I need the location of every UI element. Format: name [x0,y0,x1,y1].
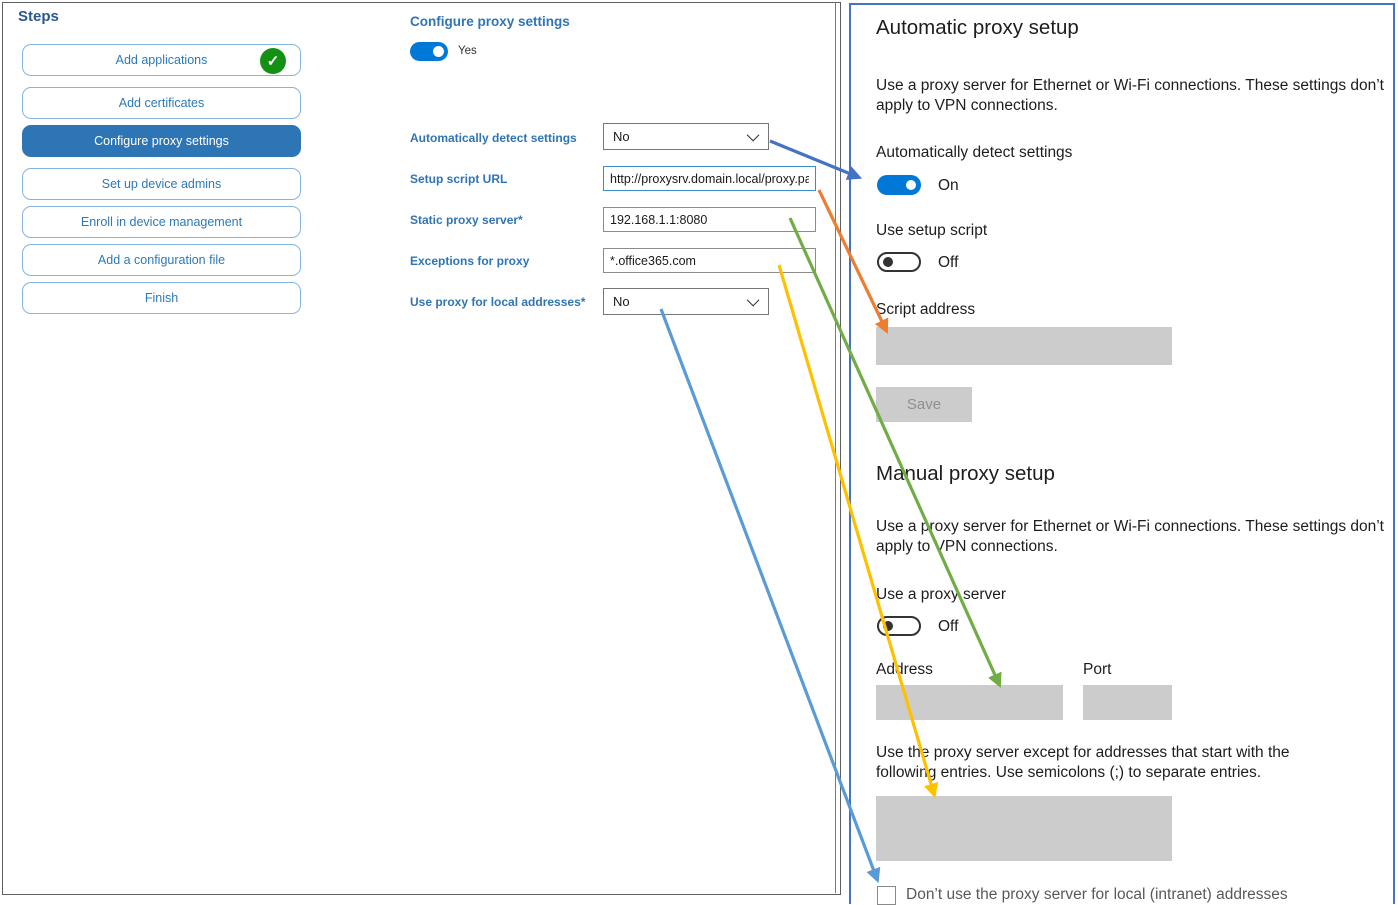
steps-panel-title: Steps [18,8,59,25]
static-proxy-server-input[interactable] [603,207,816,232]
step-set-up-device-admins[interactable]: Set up device admins [22,168,301,200]
use-proxy-server-state: Off [938,618,959,635]
field-label-static-proxy-server: Static proxy server* [410,213,523,227]
chevron-down-icon [746,128,760,142]
script-address-input[interactable] [876,327,1172,365]
step-label: Add applications [115,53,208,67]
local-addresses-checkbox-label: Don’t use the proxy server for local (in… [906,886,1288,903]
dropdown-value: No [613,129,630,144]
step-label: Add certificates [118,96,205,110]
use-proxy-server-toggle[interactable] [877,616,921,636]
field-label-exceptions-for-proxy: Exceptions for proxy [410,254,530,268]
step-configure-proxy-settings[interactable]: Configure proxy settings [22,125,301,157]
toggle-knob [883,621,893,631]
script-address-label: Script address [876,301,976,318]
step-add-applications[interactable]: Add applications ✓ [22,44,301,76]
pane-divider [835,2,836,893]
automatically-detect-settings-dropdown[interactable]: No [603,123,769,150]
step-label: Finish [144,291,179,305]
address-input[interactable] [876,685,1063,720]
manual-proxy-setup-heading: Manual proxy setup [876,462,1055,485]
use-setup-script-label: Use setup script [876,222,988,239]
toggle-knob [883,257,893,267]
automatic-proxy-setup-heading: Automatic proxy setup [876,16,1079,39]
port-input[interactable] [1083,685,1172,720]
step-enroll-in-device-management[interactable]: Enroll in device management [22,206,301,238]
field-label-setup-script-url: Setup script URL [410,172,508,186]
automatic-proxy-description: Use a proxy server for Ethernet or Wi-Fi… [876,77,1384,114]
use-proxy-for-local-addresses-dropdown[interactable]: No [603,288,769,315]
step-add-certificates[interactable]: Add certificates [22,87,301,119]
port-label: Port [1083,661,1112,678]
exceptions-textarea[interactable] [876,796,1172,861]
step-label: Set up device admins [101,177,222,191]
detect-settings-label: Automatically detect settings [876,144,1073,161]
detect-settings-toggle[interactable] [877,175,921,195]
configure-proxy-toggle-label: Yes [458,45,477,57]
exceptions-for-proxy-input[interactable] [603,248,816,273]
exceptions-description: Use the proxy server except for addresse… [876,744,1290,781]
form-title: Configure proxy settings [410,14,570,29]
field-label-detect-settings: Automatically detect settings [410,131,577,145]
configure-proxy-toggle[interactable] [410,42,448,61]
address-label: Address [876,661,933,678]
step-label: Configure proxy settings [94,134,229,148]
use-setup-script-state: Off [938,254,959,271]
manual-proxy-description: Use a proxy server for Ethernet or Wi-Fi… [876,518,1384,555]
field-label-use-proxy-local: Use proxy for local addresses* [410,295,586,309]
use-proxy-server-label: Use a proxy server [876,586,1007,603]
dropdown-value: No [613,294,630,309]
toggle-knob [433,46,444,57]
step-add-a-configuration-file[interactable]: Add a configuration file [22,244,301,276]
toggle-knob [906,180,916,190]
completed-check-icon: ✓ [260,48,286,74]
step-label: Enroll in device management [80,215,243,229]
use-setup-script-toggle[interactable] [877,252,921,272]
save-button[interactable]: Save [876,387,972,422]
chevron-down-icon [746,293,760,307]
local-addresses-checkbox[interactable] [877,886,896,905]
detect-settings-state: On [938,177,959,194]
setup-script-url-input[interactable] [603,166,816,191]
step-finish[interactable]: Finish [22,282,301,314]
step-label: Add a configuration file [97,253,226,267]
